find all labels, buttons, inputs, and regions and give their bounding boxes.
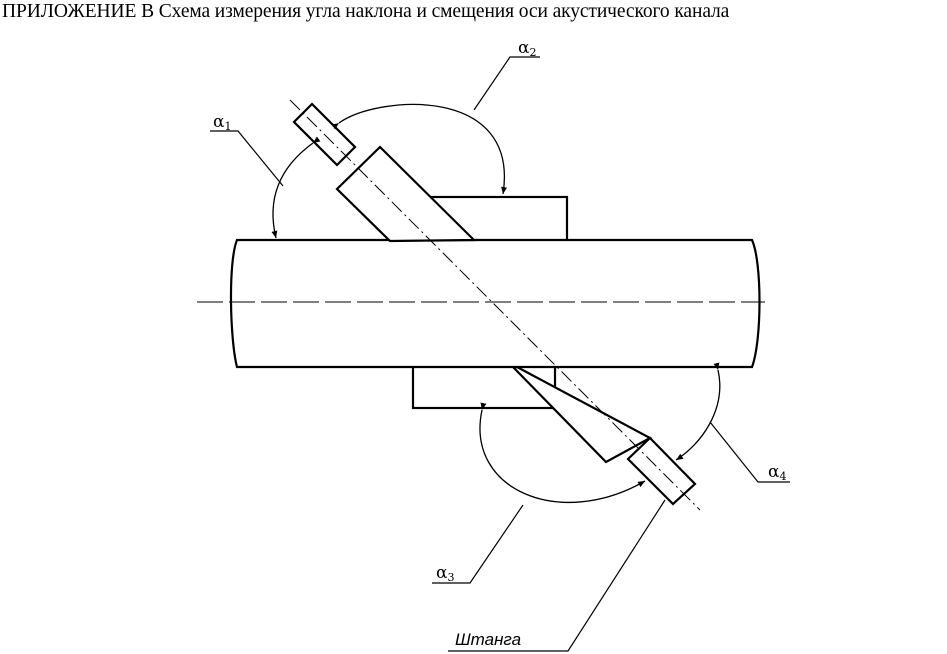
- pipe-body: [229, 238, 761, 369]
- label-rod: Штанга: [455, 630, 521, 649]
- angle-arc-alpha-4: [675, 362, 721, 461]
- leader-rod: [448, 499, 666, 652]
- page-title: ПРИЛОЖЕНИЕ В Схема измерения угла наклон…: [2, 1, 730, 22]
- angle-arc-alpha-2: [331, 103, 508, 195]
- label-alpha-2: α2: [518, 38, 536, 59]
- angle-arc-alpha-3: [479, 402, 646, 504]
- lower-probe-housing: [511, 365, 653, 464]
- label-alpha-1: α1: [213, 112, 231, 133]
- leader-alpha-4: [709, 421, 790, 483]
- upper-probe-housing: [335, 145, 477, 243]
- label-alpha-3: α3: [436, 563, 454, 584]
- leader-alpha-2: [473, 56, 540, 111]
- leader-alpha-1: [210, 130, 284, 187]
- leader-alpha-3: [432, 504, 524, 584]
- angle-arc-alpha-1: [271, 136, 321, 239]
- label-alpha-4: α4: [768, 462, 786, 483]
